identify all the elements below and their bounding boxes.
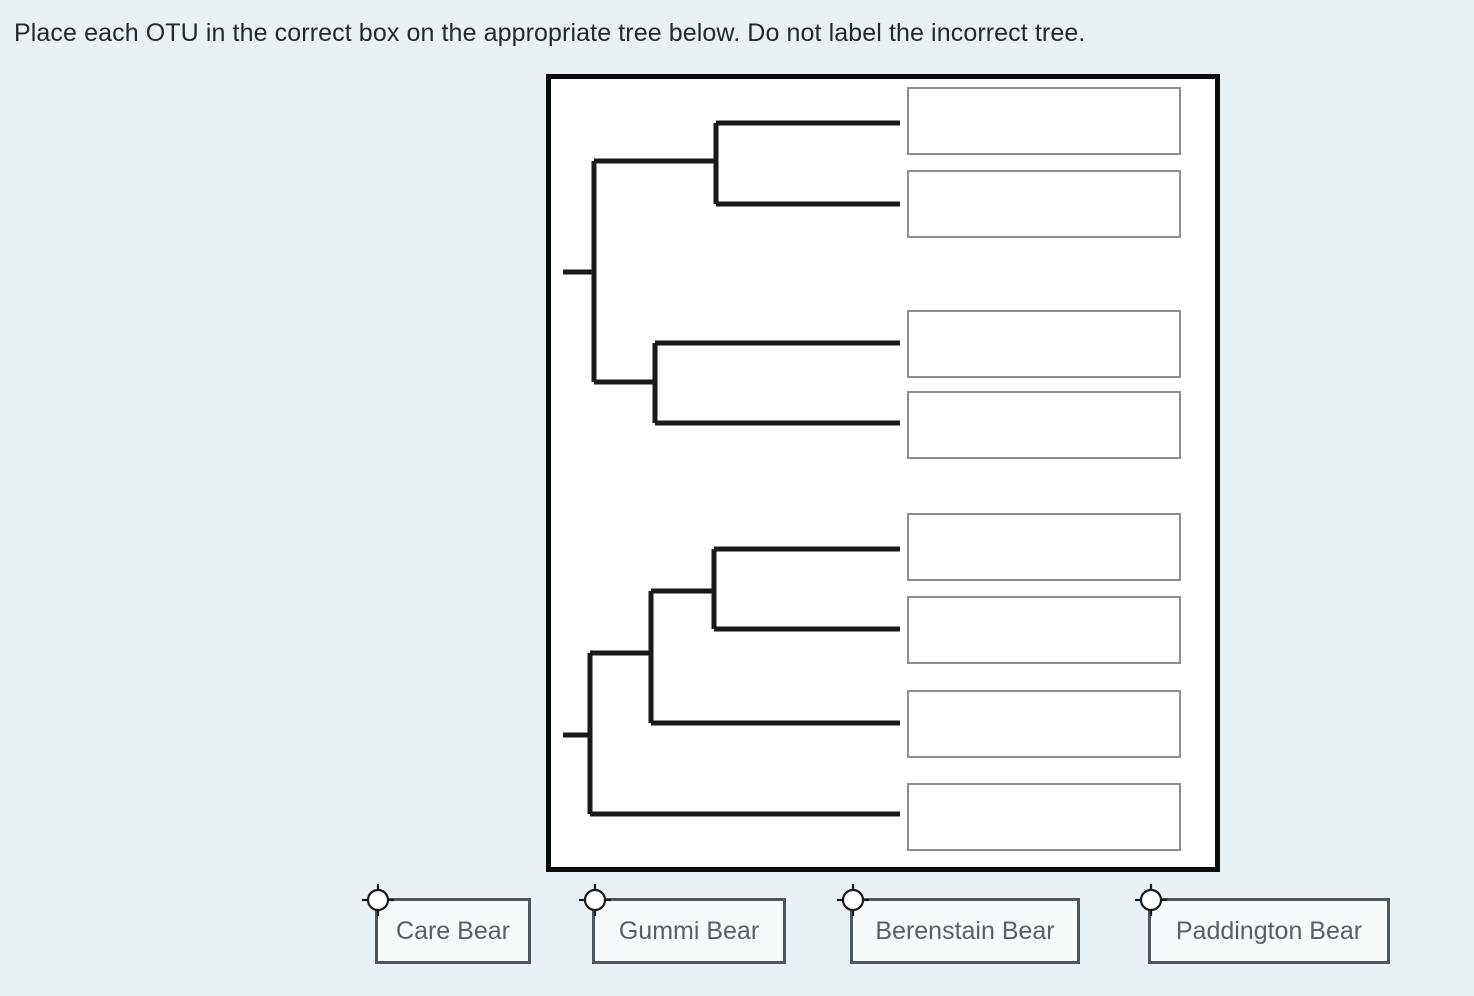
otu-chip-gummi-bear[interactable]: Gummi Bear xyxy=(579,884,786,964)
move-handle-icon[interactable] xyxy=(360,882,396,918)
cladogram-branches xyxy=(563,120,900,817)
otu-chip-label: Gummi Bear xyxy=(618,916,760,945)
drop-box-7[interactable] xyxy=(907,690,1181,758)
drop-box-3[interactable] xyxy=(907,310,1181,378)
drop-box-2[interactable] xyxy=(907,170,1181,238)
otu-chip-berenstain-bear[interactable]: Berenstain Bear xyxy=(837,884,1080,964)
drop-box-8[interactable] xyxy=(907,783,1181,851)
otu-chip-label: Care Bear xyxy=(396,916,510,945)
instruction-text: Place each OTU in the correct box on the… xyxy=(14,19,1086,47)
move-handle-icon[interactable] xyxy=(835,882,871,918)
otu-chip-label: Berenstain Bear xyxy=(875,916,1055,945)
otu-chip-label: Paddington Bear xyxy=(1175,916,1363,945)
drop-box-6[interactable] xyxy=(907,596,1181,664)
drop-box-5[interactable] xyxy=(907,513,1181,581)
otu-chip-paddington-bear[interactable]: Paddington Bear xyxy=(1135,884,1390,964)
move-handle-icon[interactable] xyxy=(577,882,613,918)
cladogram-figure-panel xyxy=(546,74,1220,872)
move-handle-icon[interactable] xyxy=(1133,882,1169,918)
otu-chip-care-bear[interactable]: Care Bear xyxy=(362,884,531,964)
drop-box-4[interactable] xyxy=(907,391,1181,459)
drop-box-1[interactable] xyxy=(907,87,1181,155)
